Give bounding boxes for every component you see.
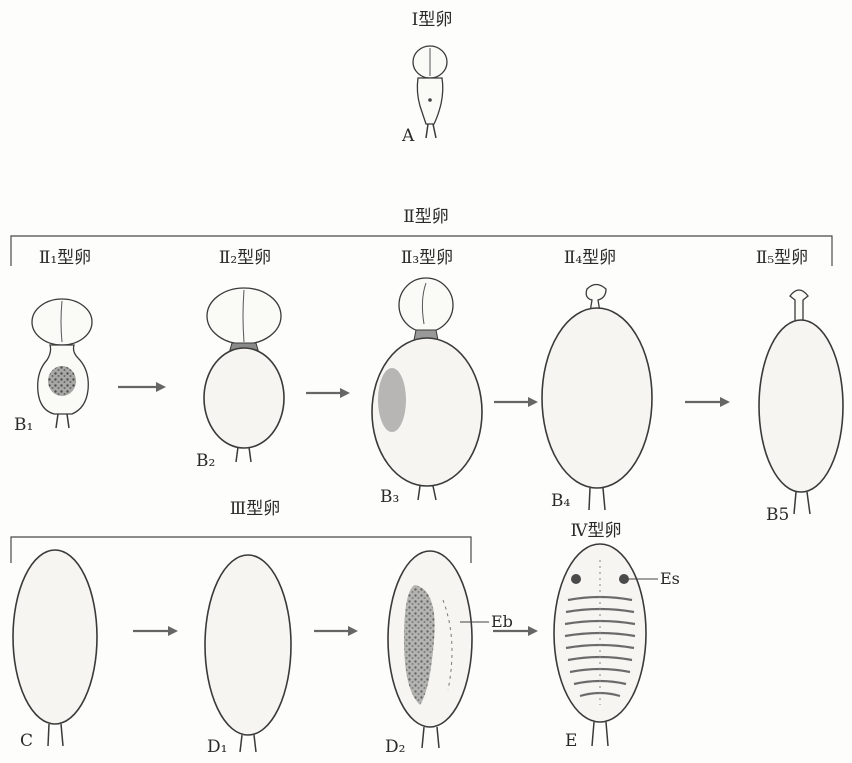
arrow-b3-b4 [494,397,538,407]
egg-b1 [32,299,92,428]
egg-b5 [759,290,843,514]
label-b5: B5 [766,505,789,525]
label-b4: B₄ [551,491,570,511]
label-a: A [401,126,415,146]
egg-b2 [204,288,284,462]
arrow-b2-b3 [306,388,350,398]
label-c: C [20,731,33,751]
egg-e [554,544,658,746]
type4-label: Ⅳ型卵 [571,521,622,541]
egg-a [413,46,447,138]
type2-4-label: Ⅱ₄型卵 [564,248,616,268]
arrow-b1-b2 [118,382,166,392]
label-e: E [565,731,577,751]
arrow-c-d1 [133,626,178,636]
label-b1: B₁ [14,415,33,435]
egg-b4 [542,285,652,511]
type2-5-label: Ⅱ₅型卵 [756,248,808,268]
type1-label: Ⅰ型卵 [412,10,453,30]
annotation-eb: Eb [491,612,513,631]
annotation-es: Es [660,569,680,588]
egg-d2 [388,551,489,748]
type2-1-label: Ⅱ₁型卵 [39,248,91,268]
egg-b3 [372,278,482,500]
arrow-d1-d2 [314,626,358,636]
type2-2-label: Ⅱ₂型卵 [219,248,271,268]
label-d2: D₂ [385,737,405,757]
type2-3-label: Ⅱ₃型卵 [401,248,453,268]
egg-c [13,550,97,746]
label-b2: B₂ [196,451,215,471]
type3-label: Ⅲ型卵 [230,499,280,519]
type2-label: Ⅱ型卵 [403,207,449,227]
arrow-b4-b5 [685,397,730,407]
label-d1: D₁ [207,737,227,757]
label-b3: B₃ [380,487,399,507]
egg-d1 [205,555,291,752]
